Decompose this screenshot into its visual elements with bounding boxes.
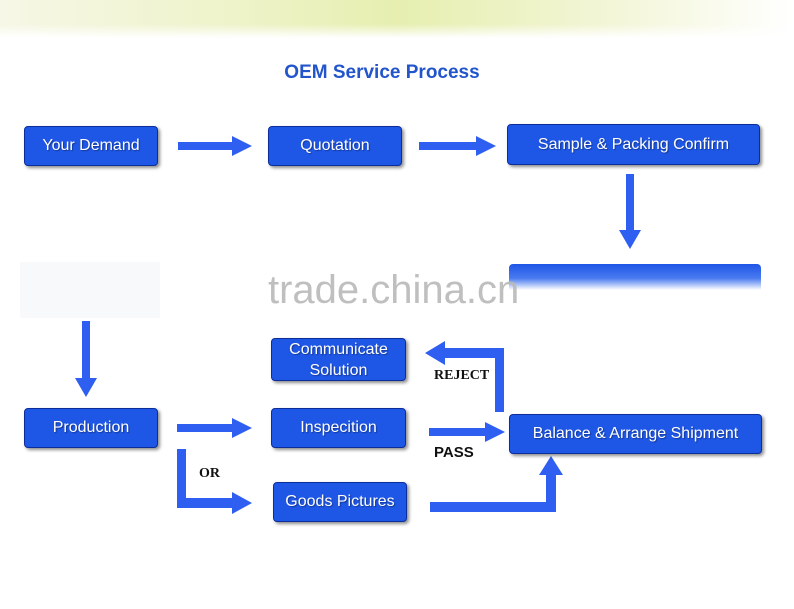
label-reject: REJECT [434, 368, 490, 383]
step-cut-off-box [509, 264, 761, 290]
arrow-sample-down [619, 174, 641, 249]
arrow-goods-to-balance [430, 456, 563, 512]
arrow-reject [425, 341, 504, 412]
watermark-text: trade.china.cn [268, 268, 520, 312]
arrow-production-to-inspection [177, 418, 252, 438]
label-pass: PASS [434, 444, 474, 461]
step-inspection: Inspecition [271, 408, 406, 448]
step-communicate-solution: Communicate Solution [271, 338, 406, 381]
step-production: Production [24, 408, 158, 448]
step-goods-pictures: Goods Pictures [273, 482, 407, 522]
step-quotation: Quotation [268, 126, 402, 166]
arrow-demand-to-quotation [178, 136, 252, 156]
arrow-production-to-goods-pictures [177, 449, 252, 514]
label-or: OR [199, 466, 220, 481]
arrow-down-to-production [75, 321, 97, 397]
arrow-quotation-to-sample [419, 136, 496, 156]
diagram-title: OEM Service Process [284, 62, 480, 83]
top-decorative-banner [0, 0, 794, 38]
step-sample-packing-confirm: Sample & Packing Confirm [507, 124, 760, 165]
step-balance-arrange-shipment: Balance & Arrange Shipment [509, 414, 762, 454]
step-your-demand: Your Demand [24, 126, 158, 166]
arrow-pass [429, 422, 505, 442]
faded-box-left [20, 262, 160, 318]
